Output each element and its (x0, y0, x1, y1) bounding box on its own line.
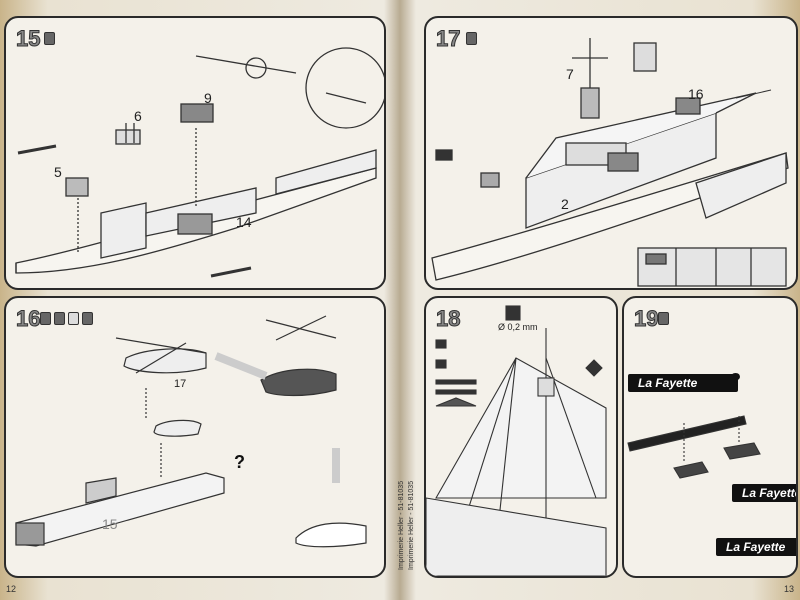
paint-pots (658, 312, 669, 325)
paint-pot-icon (40, 312, 51, 325)
hull-drawing-15 (15, 47, 384, 278)
ship-name-decal: La Fayette (716, 538, 796, 556)
paint-pot-icon (44, 32, 55, 45)
step-18-panel: 18 Ø 0,2 mm (424, 296, 618, 578)
paint-pot-icon (68, 312, 79, 325)
paint-pots (40, 312, 93, 325)
part-9: 9 (204, 90, 212, 106)
paint-pot-icon (658, 312, 669, 325)
step-15-panel: 15 (4, 16, 386, 290)
paint-pot-icon (466, 32, 477, 45)
deck-parts-drawing (627, 415, 761, 479)
part-14: 14 (236, 214, 252, 230)
question-mark: ? (234, 452, 245, 472)
ship-name-decal: La Fayette (732, 484, 796, 502)
step-number: 16 (15, 306, 41, 332)
paint-pot-icon (54, 312, 65, 325)
imprint-line: Imprimerie Heller - 51-81035 (398, 480, 405, 570)
part-16: 16 (688, 86, 704, 102)
hull-drawing-17 (431, 38, 789, 287)
part-7: 7 (566, 66, 574, 82)
page-number-right: 13 (783, 584, 794, 594)
step-number: 15 (15, 26, 41, 52)
rigging-drawing (426, 305, 607, 576)
paint-pots (44, 32, 55, 45)
question-mark: ? (730, 370, 741, 390)
step-number: 18 (435, 306, 461, 332)
page-number-left: 12 (6, 584, 17, 594)
ship-name-decal: La Fayette (628, 374, 738, 392)
part-6: 6 (134, 108, 142, 124)
part-5: 5 (54, 164, 62, 180)
step-number: 17 (435, 26, 461, 52)
part-15: 15 (102, 516, 118, 532)
step-16-panel: 16 (4, 296, 386, 578)
step-number: 19 (633, 306, 659, 332)
part-2: 2 (561, 196, 569, 212)
part-17: 17 (174, 378, 187, 390)
step-19-panel: 19 La Fayette ? La Fayette La Fayette (622, 296, 798, 578)
paint-pot-icon (82, 312, 93, 325)
imprint-line: Imprimerie Heller - 51-81035 (408, 480, 415, 570)
paint-note: Ø 0,2 mm (498, 322, 538, 332)
paint-pots (466, 32, 477, 45)
step-17-panel: 17 (424, 16, 798, 290)
helideck-drawing (15, 315, 367, 548)
